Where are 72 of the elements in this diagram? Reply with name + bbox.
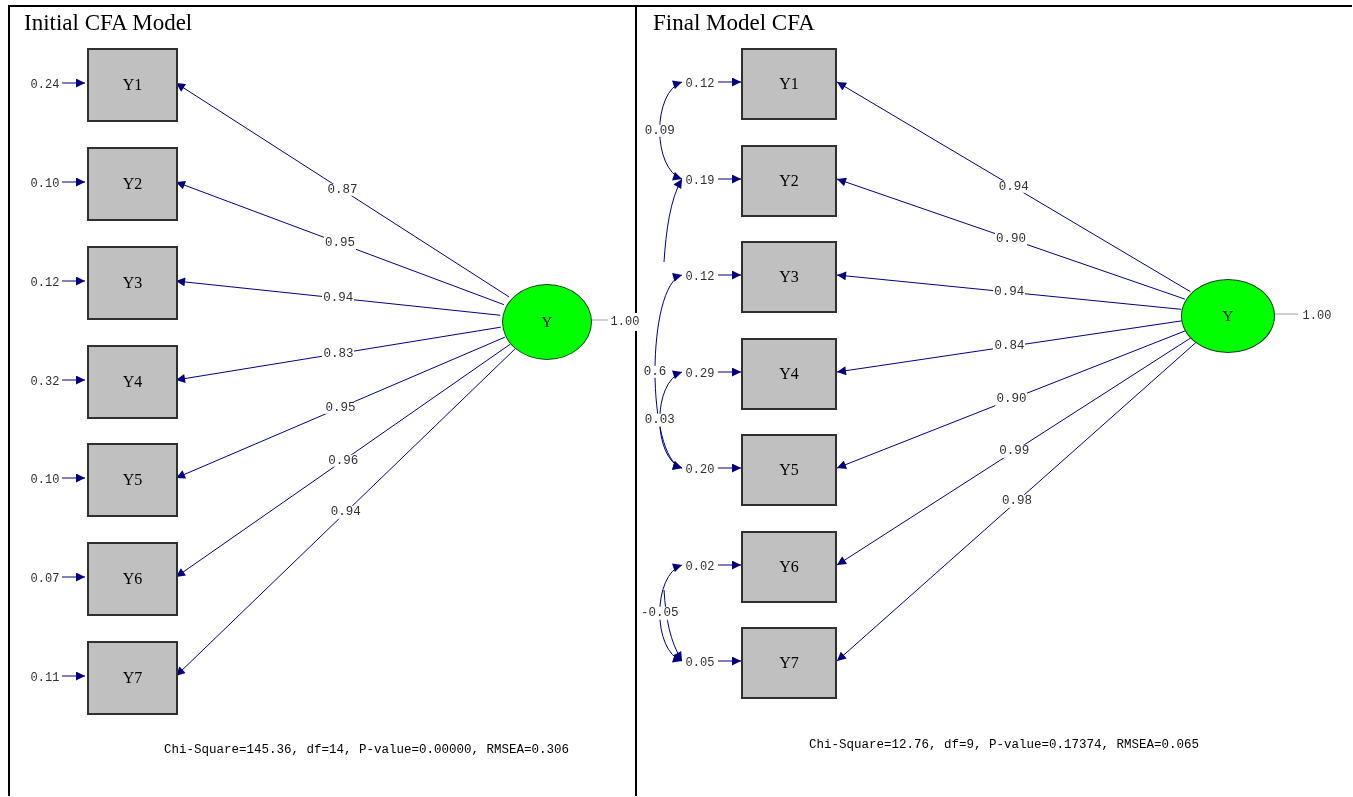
panel-title: Initial CFA Model [24,11,193,34]
arrow [175,343,511,578]
arrow [836,336,1193,566]
connector-line [589,319,609,321]
arrow [654,274,683,469]
arrow [717,270,742,280]
latent-variable-ellipse: Y [502,284,592,360]
arrow [717,77,742,87]
arrow [836,177,1186,300]
panel-title: Final Model CFA [653,11,815,34]
arrow [717,367,742,377]
variance-value: 1.00 [610,313,640,331]
fit-statistics: Chi-Square=145.36, df=14, P-value=0.00000, RMSEA=0.306 [164,742,570,759]
observed-variable-box: Y4 [741,338,837,410]
arrow [59,177,86,187]
edge-label: 0.6 [642,365,668,378]
edge-label: 0.95 [324,401,357,414]
edge-label: 0.90 [994,232,1027,246]
edge-label: 0.98 [1000,495,1033,508]
arrow [659,81,683,180]
arrow [836,81,1191,293]
edge-label: -0.05 [640,606,680,620]
arrow [663,178,683,263]
arrow [717,174,742,184]
connector-line [1274,313,1299,315]
observed-variable-box: Y7 [741,627,837,699]
arrow [836,320,1183,376]
edge-label: 0.96 [327,454,360,467]
edge-label: 0.94 [997,180,1030,194]
arrow [175,348,516,677]
observed-variable-box: Y1 [741,48,837,120]
edge-label: 0.03 [643,413,676,427]
edge-label: 0.99 [998,444,1031,458]
arrow [59,276,86,286]
arrow [836,271,1182,310]
arrow [59,473,86,483]
arrow [175,277,501,316]
edge-label: 0.87 [326,183,359,197]
edge-label: 0.83 [322,347,355,360]
arrow [175,82,510,298]
edge-label: 0.09 [643,124,676,137]
observed-variable-box: Y7 [87,641,178,715]
observed-variable-box: Y2 [741,145,837,217]
arrow [59,375,86,385]
fit-statistics: Chi-Square=12.76, df=9, P-value=0.17374, RMSEA=0.065 [809,737,1200,754]
arrow [175,336,506,479]
arrow [836,341,1198,662]
panel [8,5,637,796]
arrow [717,560,742,570]
observed-variable-box: Y3 [741,241,837,313]
observed-variable-box: Y4 [87,345,178,419]
arrow [59,78,86,88]
arrow [717,463,742,473]
arrow [717,656,742,666]
arrow [59,572,86,582]
arrow [836,330,1187,469]
latent-variable-ellipse: Y [1181,279,1275,353]
arrow [659,564,683,662]
arrow [175,326,502,383]
edge-label: 0.94 [329,506,362,519]
arrow [175,180,505,306]
edge-label: 0.90 [995,393,1028,406]
edge-label: 0.84 [993,340,1026,353]
observed-variable-box: Y1 [87,48,178,122]
observed-variable-box: Y5 [87,443,178,517]
observed-variable-box: Y3 [87,246,178,320]
observed-variable-box: Y6 [741,531,837,603]
observed-variable-box: Y5 [741,434,837,506]
observed-variable-box: Y6 [87,542,178,616]
edge-label: 0.95 [323,237,356,250]
arrow [59,671,86,681]
observed-variable-box: Y2 [87,147,178,221]
